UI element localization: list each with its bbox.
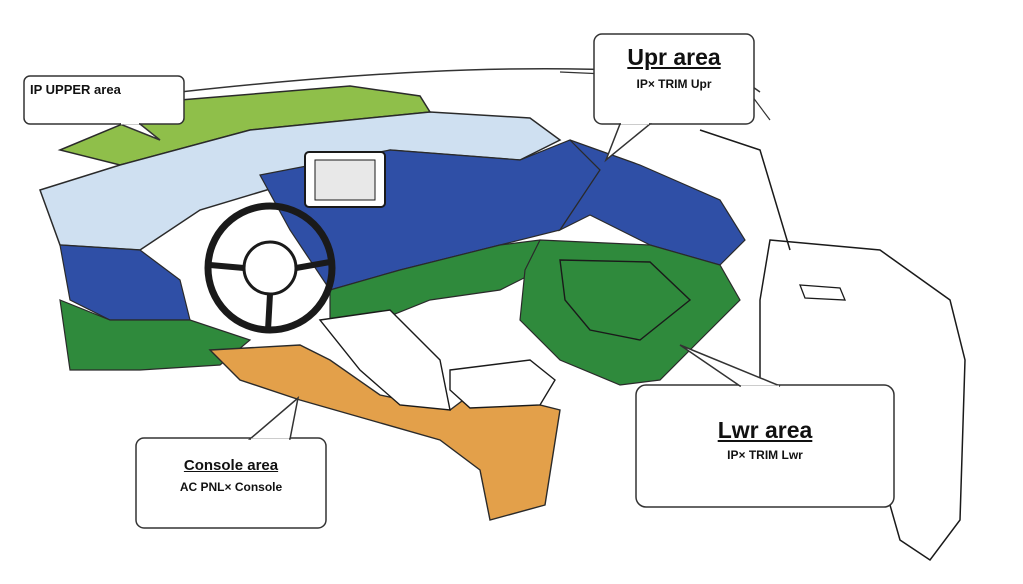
ip-upper-label: IP UPPER area — [30, 82, 121, 97]
console-subtitle: AC PNL× Console — [179, 480, 283, 494]
door-frame — [699, 129, 791, 251]
callout-upr: Upr area IP× TRIM Upr — [598, 44, 750, 91]
door-handle — [799, 284, 846, 301]
console-region — [208, 344, 561, 521]
callout-upr-bubble — [593, 33, 755, 163]
console-title: Console area — [183, 457, 279, 474]
steering-wheel-hub — [242, 240, 298, 296]
lwr-title: Lwr area — [717, 417, 813, 443]
callout-ip-upper: IP UPPER area — [30, 82, 182, 97]
upr-title: Upr area — [627, 44, 721, 70]
glovebox — [559, 259, 692, 341]
upr-subtitle: IP× TRIM Upr — [636, 77, 712, 91]
callout-console: Console area AC PNL× Console — [138, 457, 324, 494]
center-screen-glass — [314, 159, 376, 201]
steering-wheel-spokes — [209, 259, 331, 331]
console-armrest — [449, 359, 556, 409]
callout-lwr: Lwr area IP× TRIM Lwr — [640, 417, 890, 462]
callout-ip-upper-bubble — [23, 75, 185, 141]
shifter-area — [318, 309, 451, 411]
callout-lwr-bubble — [635, 344, 895, 508]
lwr-subtitle: IP× TRIM Lwr — [727, 448, 803, 462]
callout-console-bubble — [135, 396, 327, 529]
